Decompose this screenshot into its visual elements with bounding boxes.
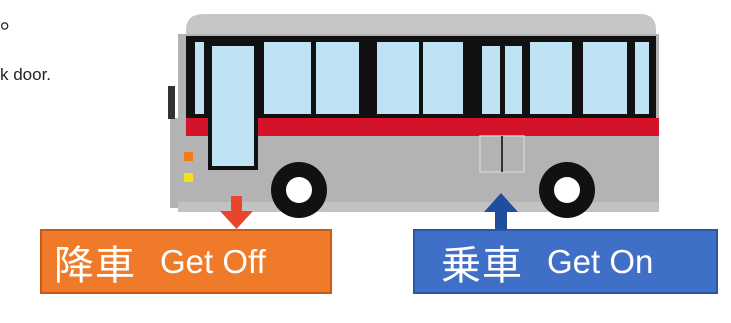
window — [195, 42, 204, 114]
caption-line-2: k door. — [0, 65, 52, 84]
window — [530, 42, 572, 114]
window — [423, 42, 463, 114]
rear-wheel — [539, 162, 595, 218]
get-off-kanji: 降車 — [54, 242, 136, 289]
side-mirror — [168, 86, 175, 119]
front-door — [208, 42, 258, 170]
get-on-sign: 乗車 Get On — [413, 229, 718, 294]
window — [316, 42, 359, 114]
rear-door — [478, 42, 525, 173]
window — [377, 42, 419, 114]
orange-light — [184, 152, 193, 161]
window — [583, 42, 627, 114]
red-stripe — [186, 118, 659, 136]
arrow-down-icon — [220, 196, 253, 229]
get-on-english: Get On — [547, 242, 654, 280]
get-on-kanji: 乗車 — [441, 242, 523, 289]
get-off-sign: 降車 Get Off — [40, 229, 332, 294]
caption-line-1: 。 — [0, 6, 24, 34]
front-wheel — [271, 162, 327, 218]
windows — [195, 42, 649, 114]
bus-roof — [186, 14, 656, 36]
arrow-up-icon — [484, 193, 518, 229]
bus-skirt — [178, 202, 659, 212]
yellow-light — [184, 173, 193, 182]
get-off-english: Get Off — [160, 242, 266, 280]
front-bumper — [170, 118, 184, 208]
window — [264, 42, 311, 114]
window — [635, 42, 649, 114]
